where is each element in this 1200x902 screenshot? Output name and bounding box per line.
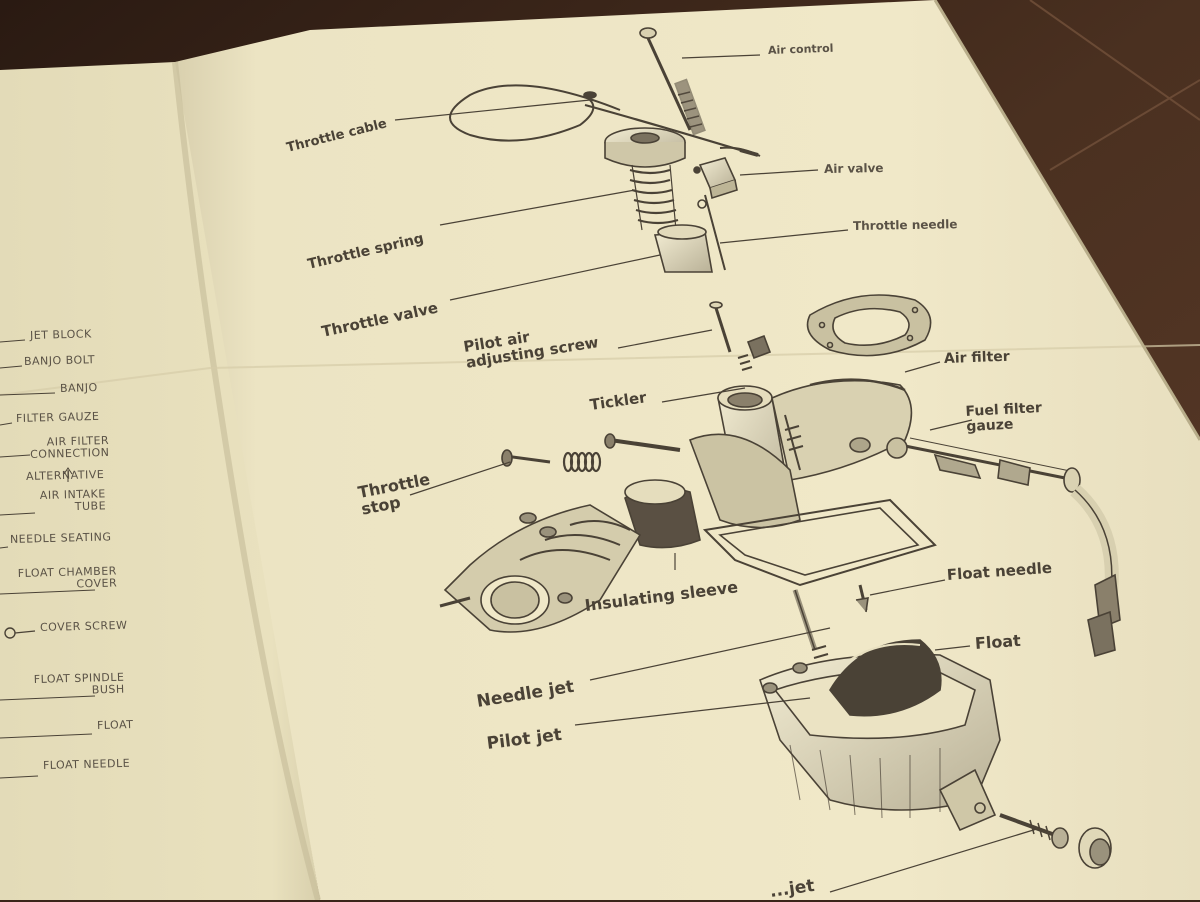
label-float-spindle-bush: FLOAT SPINDLE BUSH [33, 670, 125, 697]
carburettor-diagram [0, 27, 1121, 893]
label-jet-block: JET BLOCK [29, 327, 92, 342]
page-edge [933, 0, 1200, 441]
air-filter-cover [806, 294, 932, 357]
label-banjo-bolt: BANJO BOLT [23, 353, 96, 368]
throttle-stop-part [501, 433, 681, 473]
intake-stack [439, 479, 701, 633]
label-air-control: Air control [767, 41, 834, 57]
floor-tile-line [1049, 79, 1200, 171]
carburettor-body [688, 378, 913, 529]
label-float-chamber-cover: FLOAT CHAMBER COVER [17, 564, 118, 591]
bottom-parts [999, 813, 1112, 869]
arrow-icon [63, 467, 73, 482]
label-cover-screw: COVER SCREW [39, 618, 128, 634]
label-alternative: ALTERNATIVE [25, 467, 105, 483]
label-filter-gauze: FILTER GAUZE [15, 409, 100, 425]
needle-jet-part [792, 584, 869, 675]
float-chamber [759, 639, 1001, 832]
air-control-part [639, 27, 706, 136]
label-float: Float [974, 630, 1022, 653]
label-float-left: FLOAT [96, 718, 134, 732]
left-page [0, 62, 320, 900]
floor-tile-line [1029, 0, 1200, 121]
label-float-needle-left: FLOAT NEEDLE [42, 756, 131, 772]
label-banjo: BANJO [59, 381, 98, 395]
label-air-intake-tube: AIR INTAKE TUBE [39, 487, 107, 513]
label-needle-seating: NEEDLE SEATING [9, 530, 112, 546]
air-valve-part [693, 146, 761, 200]
gasket [702, 498, 937, 587]
label-fuel-filter-gauze: Fuel filter gauze [965, 400, 1043, 435]
gutter-shadow [172, 61, 321, 900]
label-air-filter-connection: AIR FILTER CONNECTION [29, 433, 110, 461]
label-throttle-needle: Throttle needle [852, 217, 958, 233]
pilot-air-screw-part [709, 301, 772, 371]
throttle-assembly [604, 127, 726, 273]
left-leader-lines [0, 339, 96, 779]
label-air-valve: Air valve [823, 160, 884, 176]
label-air-filter: Air filter [943, 348, 1010, 367]
fuel-pipe-part [886, 437, 1121, 658]
leader-lines [394, 54, 1041, 893]
